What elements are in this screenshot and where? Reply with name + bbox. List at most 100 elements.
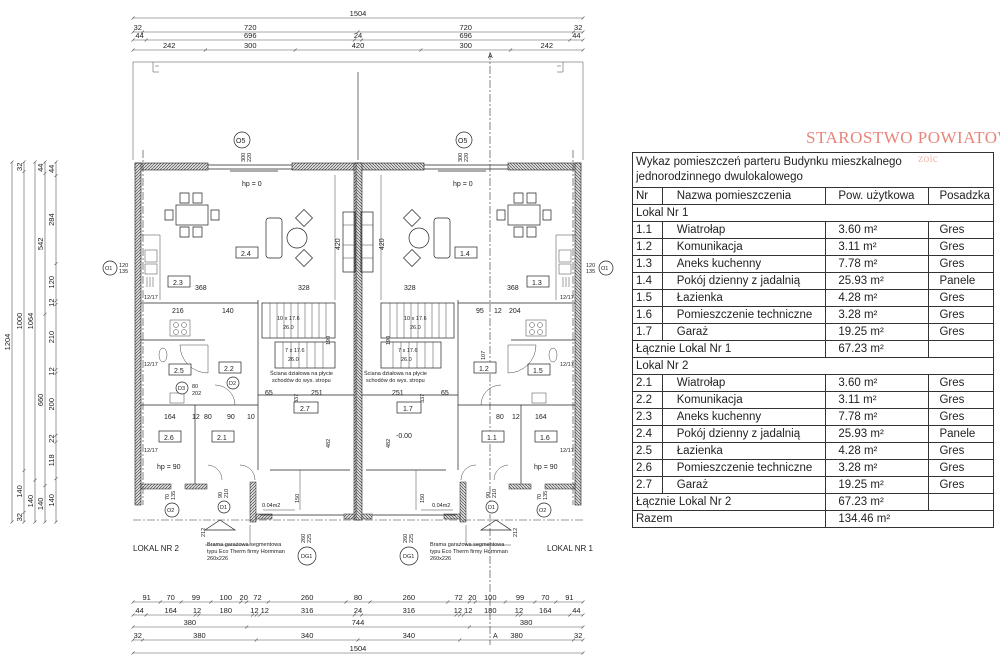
gate-dg1-left: DG1 (301, 554, 312, 560)
unit-header-row: Lokal Nr 1 (632, 204, 994, 222)
room-area: 25.93 m² (825, 425, 930, 443)
dimension-tick (197, 613, 201, 617)
d1-width: 90 (486, 492, 492, 498)
dimension-tick (203, 48, 208, 52)
dim-150: 150 (295, 494, 301, 503)
dimension-value: 696 (244, 31, 257, 40)
level-mark: -0.00 (396, 433, 412, 440)
room-floor: Gres (928, 255, 994, 273)
dimension-tick (54, 299, 58, 303)
gate-note: 260x226 (430, 556, 451, 562)
room-area: 7.78 m² (825, 408, 930, 426)
room-nr: 1.1 (632, 221, 663, 239)
dimension-tick (250, 613, 255, 617)
dim-328: 328 (404, 285, 416, 292)
room-2-5: 2.5 (174, 368, 184, 375)
hp-label: hp = 90 (157, 464, 181, 471)
lokal-2-labels: O5 300 220 hp = 0 420 2.4 2.3 368 328 O1… (102, 131, 342, 566)
room-area: 3.11 m² (825, 391, 930, 409)
window-o1-left: O1 (105, 266, 112, 272)
dimension-tick (131, 48, 135, 52)
dim-80: 80 (204, 414, 212, 421)
unit-total-area: 67.23 m² (825, 340, 930, 358)
door-height: 202 (192, 391, 201, 397)
room-2-7: 2.7 (300, 406, 310, 413)
o1-width: 120 (119, 263, 128, 269)
wall-note: schodów do wys. stropu (272, 378, 331, 384)
dim-164: 164 (535, 414, 547, 421)
dimension-value: 260 (403, 593, 416, 602)
dimension-tick (158, 600, 162, 604)
dimension-tick (33, 478, 37, 482)
dimension-tick (467, 600, 472, 604)
dimension-tick (131, 613, 135, 617)
gate-note: Brama garażowa segmentowa (207, 542, 282, 548)
room-floor: Panele (928, 425, 994, 443)
dimension-tick (54, 440, 58, 444)
dim-337: 337 (294, 394, 300, 403)
room-nr: 1.6 (632, 306, 663, 324)
dimension-value: 660 (36, 394, 45, 407)
dimension-value: 44 (135, 606, 143, 615)
dimension-value: 12 (515, 606, 523, 615)
dimension-value: 180 (484, 606, 497, 615)
dimension-tick (131, 30, 135, 34)
dimension-tick (571, 638, 576, 642)
dimension-tick (54, 433, 58, 437)
dimension-value: 99 (192, 593, 200, 602)
room-nr: 2.3 (632, 408, 663, 426)
door-width: 80 (192, 384, 198, 390)
vent-label: 12/17 (144, 448, 158, 454)
room-floor: Gres (928, 374, 994, 392)
dimension-value: 12 (464, 606, 472, 615)
dimension-tick (508, 48, 513, 52)
area-note: 0.04m2 (262, 503, 280, 509)
o5-height: 220 (247, 153, 253, 162)
dim-204: 204 (509, 308, 521, 315)
dimension-tick (454, 613, 458, 617)
room-area: 3.60 m² (825, 374, 930, 392)
dimension-tick (461, 613, 466, 617)
dimension-tick (467, 625, 472, 629)
dimension-tick (581, 638, 585, 642)
room-1-6: 1.6 (540, 435, 550, 442)
section-marker-bottom: A (493, 633, 498, 640)
unit-label: Lokal Nr 2 (632, 357, 994, 375)
dimension-value: 32 (15, 513, 24, 521)
room-floor: Gres (928, 442, 994, 460)
dimension-tick (140, 638, 145, 642)
vent-label: 12/17 (560, 448, 574, 454)
dimension-tick (515, 613, 519, 617)
dim-164: 164 (164, 414, 176, 421)
gate-height: 225 (409, 534, 415, 543)
room-name: Łazienka (661, 289, 827, 307)
dimension-tick (144, 613, 148, 617)
dim-368: 368 (195, 285, 207, 292)
dimension-value: 44 (572, 31, 580, 40)
dimension-value: 22 (47, 434, 56, 442)
dimension-value: 20 (240, 593, 248, 602)
room-area: 25.93 m² (825, 272, 930, 290)
dim-12: 12 (494, 308, 502, 315)
gate-note: Brama garażowa segmentowa (430, 542, 505, 548)
dimension-tick (503, 600, 507, 604)
dimension-value: 260 (301, 593, 314, 602)
room-area: 3.28 m² (825, 459, 930, 477)
dim-251: 251 (311, 390, 323, 397)
dimension-tick (254, 638, 258, 642)
dimension-value: 720 (459, 23, 472, 32)
dimension-tick (131, 38, 135, 42)
dimension-tick (344, 600, 348, 604)
o2-width: 70 (537, 494, 543, 500)
d1-height: 210 (224, 489, 230, 498)
stair-note: 10 x 17.6 (277, 316, 300, 322)
table-title: Wykaz pomieszczeń parteru Budynku mieszk… (632, 152, 994, 188)
room-floor: Gres (928, 323, 994, 341)
dimension-value: 300 (459, 41, 472, 50)
gate-note: 260x226 (207, 556, 228, 562)
dim-80: 80 (496, 414, 504, 421)
o5-width: 300 (241, 153, 247, 162)
